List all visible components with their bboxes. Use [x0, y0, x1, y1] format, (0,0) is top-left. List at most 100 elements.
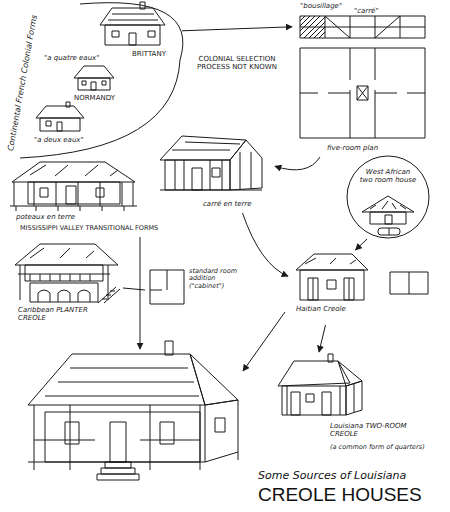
house-sketch: BRITTANY: [92, 4, 174, 62]
louisiana-creole-house: [28, 440, 205, 462]
louisiana-creole-house: [34, 452, 238, 470]
louisiana-creole-house: [110, 422, 126, 462]
normandy-house: [102, 81, 106, 85]
influence-arrow: [140, 237, 141, 349]
frame-and-plan: "bousillage""carré"five-room plan: [292, 2, 432, 157]
poteaux-house: [40, 188, 48, 197]
normandy-house: [78, 78, 110, 90]
louisiana-creole-house: [105, 462, 131, 468]
west-african-hut: [378, 228, 400, 235]
louisiana-creole-house: [101, 468, 135, 474]
carre-house: [175, 152, 251, 190]
five-room-plan: [357, 86, 368, 100]
deux-eaux-house: [57, 122, 62, 131]
house-sketch: Caribbean PLANTER CREOLE: [8, 238, 123, 338]
house-sketch: poteaux en terre: [6, 155, 141, 223]
colonial-bracket: [20, 3, 183, 158]
louisiana-creole-house: [215, 418, 225, 432]
louisiana-creole-house: [28, 341, 238, 480]
two-room-creole-house: [282, 386, 346, 415]
louisiana-creole-house: [190, 354, 238, 405]
five-room-plan: [357, 86, 368, 100]
carre-house: [230, 140, 262, 190]
deux-eaux-house: [40, 118, 80, 131]
arrow-connector: [356, 239, 368, 250]
house-label: standard room addition ("cabinet"): [189, 268, 243, 290]
west-african-hut: [370, 201, 406, 209]
caribbean-house: [18, 274, 110, 281]
west-african-hut: [370, 212, 406, 224]
poteaux-house: [14, 182, 133, 206]
louisiana-creole-house: [45, 412, 200, 462]
circle-vignette: West African two room house: [346, 155, 430, 239]
brittany-house: [112, 31, 119, 37]
caribbean-house: [30, 283, 98, 302]
poteaux-house: [10, 206, 137, 207]
deux-eaux-house: [46, 121, 51, 126]
haitian-house: [313, 278, 349, 300]
colonial-bracket: [20, 3, 183, 158]
house-sketch: "a deux eaux": [29, 102, 101, 150]
two-room-creole-house: [328, 354, 333, 362]
house-sketch: Haitian Creole: [288, 250, 438, 325]
arrow-connector: [275, 157, 320, 170]
carre-house: [172, 142, 240, 150]
carre-house: [212, 168, 220, 177]
influence-arrow: [140, 237, 285, 371]
house-sketch: Louisiana TWO-ROOM CREOLE(a common form …: [268, 352, 438, 457]
louisiana-creole-house: [45, 368, 199, 396]
deux-eaux-house: [36, 102, 84, 131]
carre-house: [160, 136, 262, 190]
arrow-connector: [243, 213, 289, 276]
louisiana-creole-house: [160, 422, 174, 444]
west-african-hut: [389, 228, 390, 235]
house-label: "a quatre eaux": [44, 54, 114, 62]
haitian-house: [296, 254, 428, 300]
poteaux-house: [28, 182, 120, 204]
west-african-hut: [385, 215, 392, 224]
west-african-hut: [362, 196, 414, 212]
timber-frame: [300, 16, 425, 38]
west-african-hut: [362, 196, 414, 235]
house-sketch: "a quatre eaux"NORMANDY: [44, 52, 116, 104]
five-room-plan: [300, 48, 425, 138]
poteaux-house: [30, 165, 118, 176]
house-label: BRITTANY: [132, 50, 172, 58]
poteaux-house: [96, 188, 104, 197]
two-room-creole-house: [278, 354, 362, 415]
two-room-creole-house: [287, 384, 354, 415]
caribbean-house: [30, 248, 94, 258]
poteaux-house: [12, 162, 135, 182]
louisiana-creole-house: [34, 405, 200, 462]
haitian-house: [300, 270, 364, 300]
room-addition-plan: [150, 270, 167, 290]
house-label: Caribbean PLANTER CREOLE: [18, 306, 103, 322]
five-room-plan: [350, 48, 375, 138]
haitian-house: [305, 258, 356, 264]
house-label: Haitian Creole: [296, 305, 376, 313]
normandy-house: [82, 81, 86, 85]
haitian-house: [327, 280, 336, 289]
brittany-house: [140, 2, 145, 9]
circle-outline: [347, 156, 429, 238]
timber-frame: [300, 16, 325, 38]
house-label: "bousillage": [300, 2, 352, 10]
timber-frame: [325, 16, 400, 38]
house-label: "a deux eaux": [34, 136, 99, 144]
two-room-creole-house: [291, 392, 300, 415]
louisiana-creole-house: [65, 422, 79, 444]
normandy-house: [91, 82, 96, 90]
carre-house: [192, 168, 202, 190]
poteaux-house: [16, 206, 124, 211]
arrow-connector: [123, 288, 145, 290]
house-sketch: carré en terre: [145, 128, 275, 213]
brittany-house: [100, 8, 165, 25]
circle-outline: [346, 155, 430, 239]
house-label: five-room plan: [327, 144, 407, 152]
caribbean-house: [15, 244, 120, 303]
timber-frame: [300, 16, 425, 38]
house-label: West African two room house: [359, 168, 417, 184]
two-room-creole-house: [306, 394, 314, 402]
